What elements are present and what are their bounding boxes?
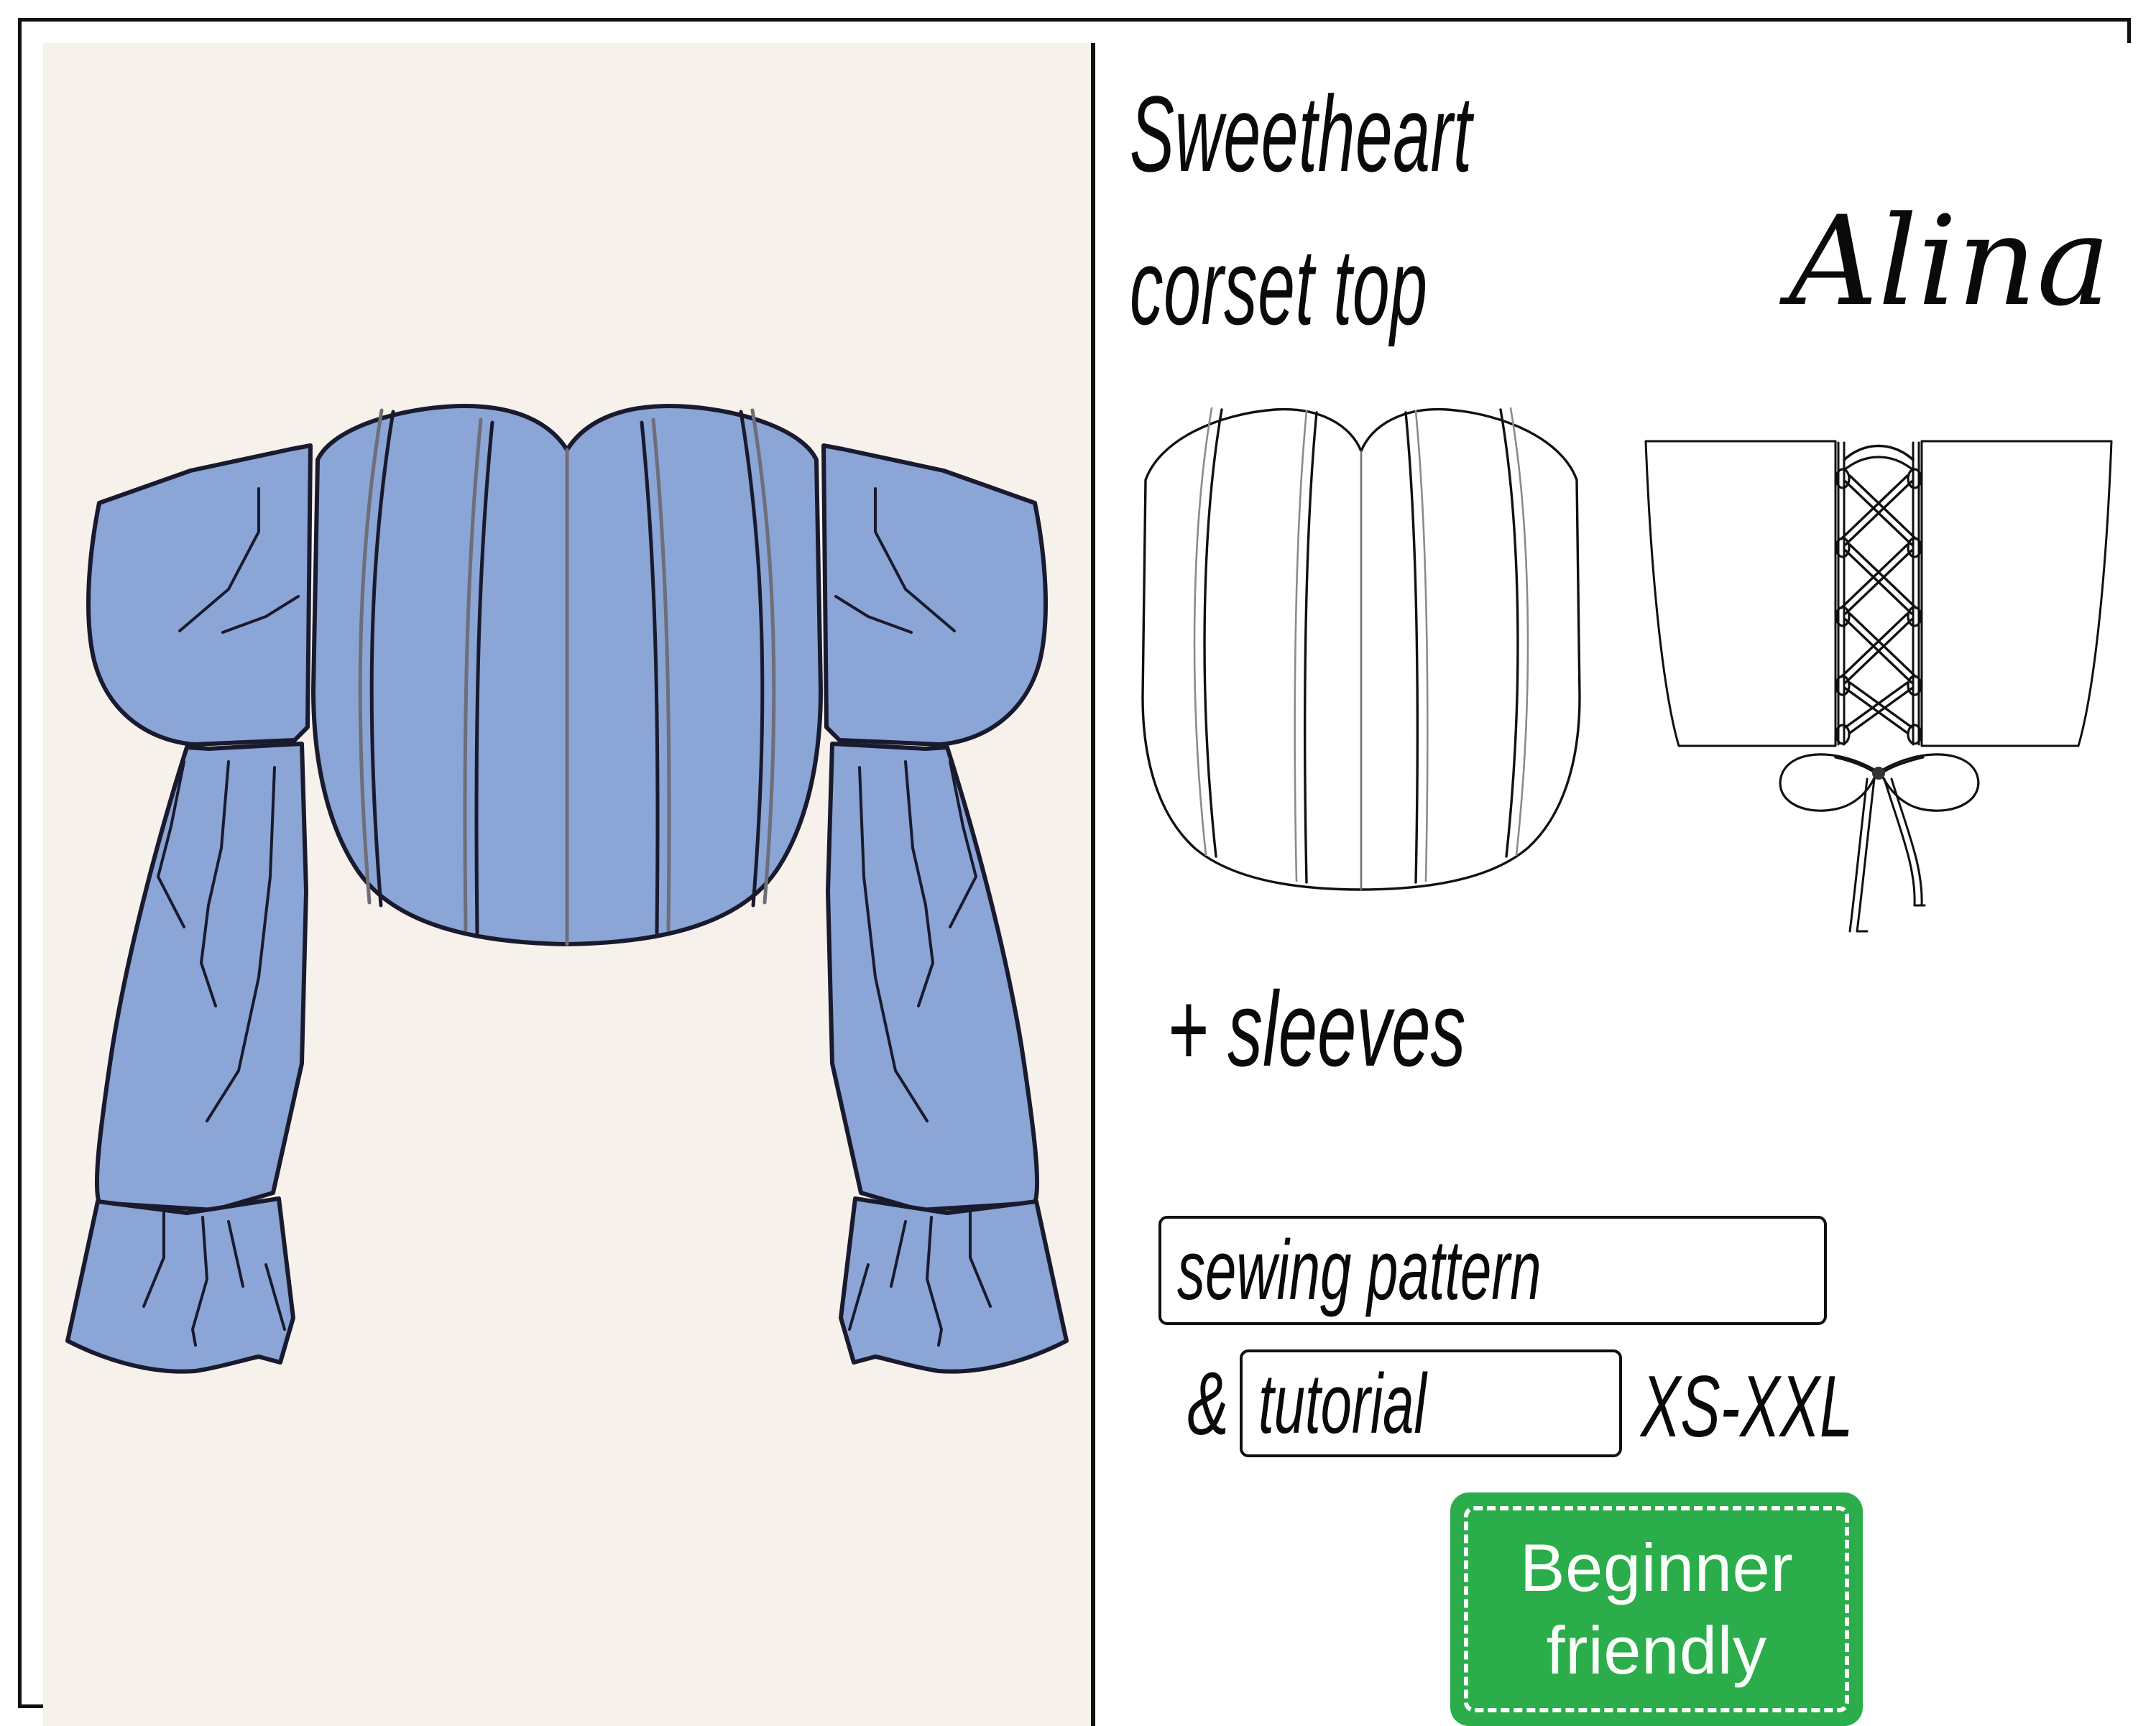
tutorial-box: tutorial <box>1239 1349 1622 1457</box>
sewing-pattern-row: sewing pattern <box>1158 1216 1827 1325</box>
left-sleeve-puff-seam <box>178 487 260 632</box>
bodice-seam-r2-dark <box>739 410 765 908</box>
designer-script-wrap: Alina <box>1746 183 2111 333</box>
front-flat-seam-r2b <box>1509 407 1529 857</box>
page-title-line-2: corset top <box>1130 226 1428 347</box>
lacing-criss-cross <box>1840 474 1917 734</box>
left-sleeve-cuff <box>65 1196 295 1374</box>
right-cuff-pleat-2 <box>926 1216 943 1347</box>
back-flat-left-body <box>1644 440 1837 747</box>
right-sleeve-cuff <box>839 1196 1069 1374</box>
right-cuff-pleat-4 <box>848 1263 870 1331</box>
right-sleeve-fold-1 <box>949 760 977 928</box>
front-flat-seam-l2b <box>1193 407 1213 857</box>
ampersand-label: & <box>1187 1355 1229 1454</box>
bodice-seam-l2-dark <box>369 410 395 908</box>
tutorial-sizes-row: & tutorial XS-XXL <box>1187 1349 1953 1457</box>
left-sleeve-puff-drape <box>221 595 300 634</box>
back-flat-right-body <box>1920 440 2113 747</box>
lace-top-loop-inner <box>1843 456 1915 471</box>
page-frame: Sweetheart corset top Alina <box>18 18 2152 1726</box>
designer-name-script: Alina <box>1789 189 2111 333</box>
right-sleeve-puff-drape <box>834 595 913 634</box>
size-range-label: XS-XXL <box>1640 1357 1853 1455</box>
corset-top-illustration <box>65 403 1069 1374</box>
lacing-tails <box>1848 777 1926 933</box>
front-flat-seam-l1b <box>1294 410 1308 882</box>
front-flat-seam-r1b <box>1414 410 1429 882</box>
back-flat-corset-lacing <box>1644 440 2113 933</box>
left-cuff-pleat-4 <box>264 1263 286 1331</box>
right-sleeve-puff-seam <box>874 487 956 632</box>
front-flat-outline <box>1141 407 1581 891</box>
right-sleeve-fold-3 <box>858 766 929 1122</box>
badge-dashed-border: Beginner friendly <box>1464 1506 1849 1712</box>
right-sleeve-fold-2 <box>904 760 934 1007</box>
tutorial-label: tutorial <box>1258 1357 1427 1452</box>
technical-flats <box>1124 388 2145 949</box>
beginner-friendly-badge: Beginner friendly <box>1450 1492 1863 1726</box>
bow-knot <box>1872 767 1885 780</box>
lace-top-loop <box>1843 444 1915 461</box>
lacing-bow <box>1779 753 1980 812</box>
bodice-seam-l1-dark <box>474 420 494 935</box>
right-sleeve-lower <box>826 742 1040 1212</box>
bodice-seam-r1-dark <box>640 420 660 935</box>
badge-line-1: Beginner <box>1519 1529 1794 1605</box>
right-cuff-pleat-1 <box>969 1206 992 1308</box>
bodice-seam-r2-light <box>750 408 776 905</box>
left-cuff-pleat-3 <box>227 1220 244 1288</box>
front-flat-seam-l1 <box>1303 411 1318 884</box>
bodice-seam-r1-light <box>651 417 671 932</box>
right-sleeve-puff <box>821 443 1048 747</box>
right-cuff-pleat-3 <box>890 1220 907 1288</box>
left-sleeve-fold-2 <box>200 760 230 1007</box>
front-flat-seam-l2 <box>1203 408 1223 858</box>
left-cuff-pleat-2 <box>191 1216 208 1347</box>
left-sleeve-fold-1 <box>157 760 185 928</box>
illustration-panel <box>43 43 1091 1726</box>
page-title-line-2-row: corset top <box>1130 211 1762 364</box>
left-sleeve-fold-3 <box>206 766 276 1122</box>
front-flat-seam-r1 <box>1404 411 1419 884</box>
sleeves-note: + sleeves <box>1167 970 1466 1089</box>
info-panel: Sweetheart corset top Alina <box>1095 43 2152 1726</box>
bodice-seam-l1-light <box>463 417 483 932</box>
sewing-pattern-box: sewing pattern <box>1158 1216 1827 1325</box>
bodice-seam-l2-light <box>358 408 384 905</box>
title-block: Sweetheart corset top <box>1130 57 2150 364</box>
left-cuff-pleat-1 <box>142 1206 165 1308</box>
sewing-pattern-label: sewing pattern <box>1177 1223 1542 1318</box>
left-sleeve-puff <box>86 443 313 747</box>
front-flat-sweetheart-bodice <box>1141 407 1581 891</box>
page-title-line-1: Sweetheart <box>1130 73 1473 194</box>
panel-divider <box>1091 43 1095 1726</box>
left-sleeve-lower <box>94 742 308 1212</box>
badge-line-2: friendly <box>1546 1612 1767 1688</box>
front-flat-seam-r2 <box>1499 408 1519 858</box>
